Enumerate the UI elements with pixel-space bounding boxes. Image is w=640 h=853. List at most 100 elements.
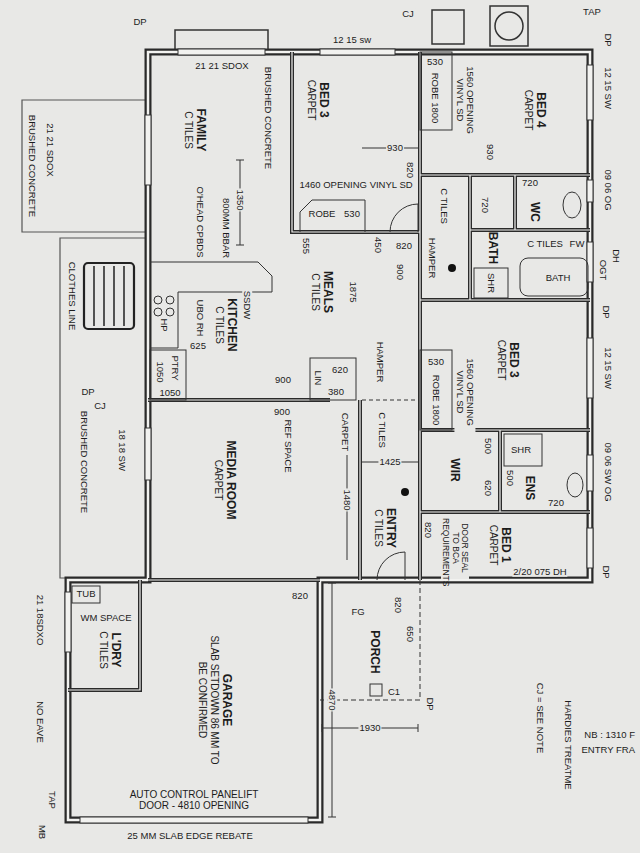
room-label: WIR [445,456,465,485]
water-tank [495,12,523,40]
room-label-text: MEALSC TILES [309,271,335,313]
plan-annotation: ROBE 1800 [431,374,441,427]
room-finish: CARPET [212,441,224,520]
room-label-text: FAMILYC TILES [182,109,208,152]
plan-annotation: BRUSHED CONCRETE [79,410,89,514]
room-label-text: GARAGESLAB SETDOWN 86 MM TO BE CONFIRMED [196,635,234,765]
clothes-line [84,263,134,329]
plan-annotation: TAP [47,790,57,810]
plan-annotation: NO EAVE [35,700,45,744]
plan-annotation: 500 [505,469,515,487]
window [145,428,151,480]
plan-annotation: DP [425,696,435,711]
plan-annotation: DOOR SEAL TO BCA REQUIREMENTS [441,517,469,579]
plan-annotation: 620 [483,479,493,497]
room-name: BATH [486,232,500,264]
sliding-door [145,115,151,185]
room-finish: CARPET [522,90,534,131]
plan-annotation: MB [37,824,47,840]
smoke-detector [448,264,456,272]
plan-annotation: 900 [395,263,405,281]
room-label: PORCH [365,628,385,677]
room-label-text: BED 3CARPET [495,340,521,381]
room-finish: C TILES [372,508,384,548]
room-label: BATH [483,229,503,267]
plan-annotation: 1050 [158,388,181,398]
room-finish: SLAB SETDOWN 86 MM TO BE CONFIRMED [196,635,220,765]
plan-annotation: TUB [76,589,97,599]
plan-annotation: ENTRY FRA [581,745,637,755]
plan-annotation: OGT [598,259,608,282]
plan-annotation: CLOTHES LINE [67,261,77,332]
plan-annotation: CARPET [340,412,350,453]
room-name: MEALS [321,271,335,313]
window [587,180,593,202]
plan-annotation: DP [601,564,611,579]
plan-annotation: HAMPER [427,237,437,280]
plan-annotation: 1350 [235,188,245,211]
plan-annotation: 12 15 SW [603,346,613,390]
room-finish: C TILES [97,631,109,669]
room-finish: C TILES [182,109,194,152]
plan-annotation: NB : 1310 F [583,730,636,740]
window [587,65,593,120]
room-label-text: BED 3CARPET [305,80,331,121]
room-label-text: WIR [448,458,462,481]
robe [300,200,365,232]
room-name: MEDIA ROOM [224,441,238,520]
plan-annotation: REF SPACE [283,418,293,473]
room-finish: C TILES [309,271,321,313]
window [587,338,593,398]
water-tank-base [490,6,528,46]
room-label-text: ENTRYC TILES [372,508,398,548]
room-name: GARAGE [220,635,234,765]
room-label: FAMILYC TILES [179,106,211,155]
plan-annotation: C1 [387,687,401,697]
room-label: ENTRYC TILES [369,505,401,551]
plan-annotation: 1425 [378,457,401,467]
room-label: BED 3CARPET [302,77,334,124]
room-finish: CARPET [487,525,499,566]
plan-annotation: 800MM BBAR [221,197,231,259]
room-label: MEDIA ROOMCARPET [209,438,241,523]
room-name: ENTRY [384,508,398,548]
plan-annotation: BRUSHED CONCRETE [27,114,37,218]
room-label: ENS [520,473,540,504]
plan-annotation: PTRY [170,354,180,381]
plan-annotation: BATH [545,273,572,283]
window [320,49,395,55]
linen-cupboard [310,358,356,400]
clothes-line-wires [94,266,124,326]
shower [504,434,542,466]
room-label-text: BED 4CARPET [522,90,548,131]
plan-annotation: 12 15 SW [603,66,613,110]
plan-annotation: C TILES [377,411,387,449]
plan-annotation: 1460 OPENING VINYL SD [298,180,413,190]
plan-annotation: 18 18 SW [117,428,127,472]
service-unit [432,10,464,44]
outer-wall-core [68,52,590,820]
plan-annotation: 1480 [342,488,352,511]
toilet [567,473,583,497]
plan-annotation: 450 [373,236,383,254]
room-name: PORCH [368,630,382,673]
plan-annotation: HAMPER [375,341,385,384]
plan-annotation: 500 [483,437,493,455]
plan-annotation: 625 [189,341,207,351]
plan-annotation: HARDIES TREATME [563,699,573,790]
plan-annotation: BRUSHED CONCRETE [263,66,273,170]
plan-annotation: 530 [426,57,444,67]
room-label-text: PORCH [368,630,382,673]
room-name: WIR [448,458,462,481]
plan-annotation: UBO RH [195,299,205,338]
outer-wall [68,52,590,820]
plan-annotation: 620 [331,365,349,375]
plan-annotation: 380 [327,387,345,397]
plan-annotation: TAP [582,7,602,17]
plan-annotation: 25 MM SLAB EDGE REBATE [126,831,253,841]
plan-annotation: 2/20 075 DH [512,567,567,577]
plan-annotation: O'HEAD CPBDS [195,186,205,259]
room-label: KITCHENC TILES [210,296,242,355]
room-name: FAMILY [194,109,208,152]
plan-annotation: 900 [274,375,292,385]
